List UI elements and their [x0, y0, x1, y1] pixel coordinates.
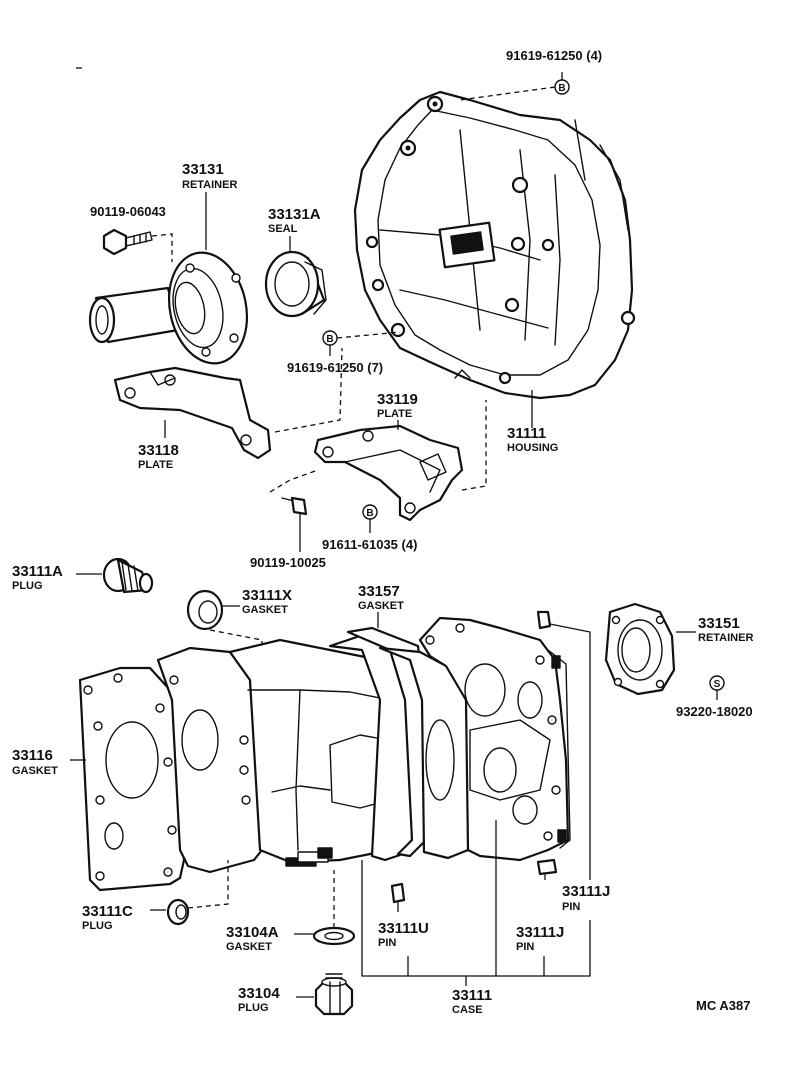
label-housing-num: 31111: [507, 425, 546, 442]
marker-b-1: B: [558, 83, 565, 94]
label-retainer-name: RETAINER: [182, 179, 237, 191]
label-pin-j1-num: 33111J: [562, 883, 610, 900]
label-case-name: CASE: [452, 1004, 483, 1016]
gasket-33111x-part: [186, 589, 224, 631]
label-pin-j1-name: PIN: [562, 901, 580, 913]
label-retainer2-num: 33151: [698, 615, 740, 632]
label-plug104-num: 33104: [238, 985, 280, 1002]
label-seal-name: SEAL: [268, 223, 298, 235]
label-case-num: 33111: [452, 987, 492, 1004]
label-seal2: 93220-18020: [676, 704, 753, 719]
label-plate2-num: 33119: [377, 391, 418, 408]
marker-b-2: B: [326, 334, 333, 345]
label-bolt-b: 91619-61250 (7): [287, 360, 383, 375]
housing-part: [353, 90, 636, 400]
plug-33111c-part: [166, 898, 190, 926]
label-bolt-c: 90119-10025: [250, 555, 326, 570]
pin-u-part: [390, 882, 406, 904]
bolt-c-part: [281, 496, 308, 516]
seal-part: [264, 250, 327, 318]
label-plug-a-name: PLUG: [12, 580, 43, 592]
label-plug-c-num: 33111C: [82, 903, 133, 920]
label-pin-j2-num: 33111J: [516, 924, 564, 941]
label-plate2-name: PLATE: [377, 408, 412, 420]
label-gasket-157-name: GASKET: [358, 600, 404, 612]
label-bolt-d: 91611-61035 (4): [322, 537, 417, 552]
label-gasket116-num: 33116: [12, 747, 53, 764]
label-plate1-name: PLATE: [138, 459, 173, 471]
pin-j-part: [536, 858, 558, 876]
label-housing-name: HOUSING: [507, 442, 558, 454]
label-pin-j2-name: PIN: [516, 941, 534, 953]
plate-33118-part: [113, 366, 272, 460]
retainer-part: [88, 251, 249, 365]
label-bolt-a: 90119-06043: [90, 204, 166, 219]
label-plate1-num: 33118: [138, 442, 179, 459]
marker-s: S: [714, 679, 721, 690]
retainer-33151-part: [604, 602, 676, 696]
plate-33119-part: [313, 424, 464, 522]
case-top-pin: [536, 610, 552, 630]
gasket-33104a-part: [312, 926, 356, 946]
label-plug104-name: PLUG: [238, 1002, 269, 1014]
marker-b-3: B: [366, 508, 373, 519]
label-gasket-x-name: GASKET: [242, 604, 288, 616]
catalog-code: MC A387: [696, 998, 750, 1013]
label-seal-num: 33131A: [268, 206, 321, 223]
label-gasket104a-num: 33104A: [226, 924, 279, 941]
label-pin-u-name: PIN: [378, 937, 396, 949]
label-plug-a-num: 33111A: [12, 563, 63, 580]
label-gasket-157-num: 33157: [358, 583, 400, 600]
bolt-a-part: [102, 228, 153, 256]
case-part: [78, 616, 571, 892]
label-plug-c-name: PLUG: [82, 920, 113, 932]
plug-33111a-part: [102, 557, 154, 594]
plug-33104-part: [314, 973, 354, 1016]
label-retainer2-name: RETAINER: [698, 632, 753, 644]
label-retainer-num: 33131: [182, 161, 224, 178]
label-gasket116-name: GASKET: [12, 765, 58, 777]
label-pin-u-num: 33111U: [378, 920, 429, 937]
label-gasket104a-name: GASKET: [226, 941, 272, 953]
label-gasket-x-num: 33111X: [242, 587, 292, 604]
label-housing-bolt: 91619-61250 (4): [506, 48, 602, 63]
